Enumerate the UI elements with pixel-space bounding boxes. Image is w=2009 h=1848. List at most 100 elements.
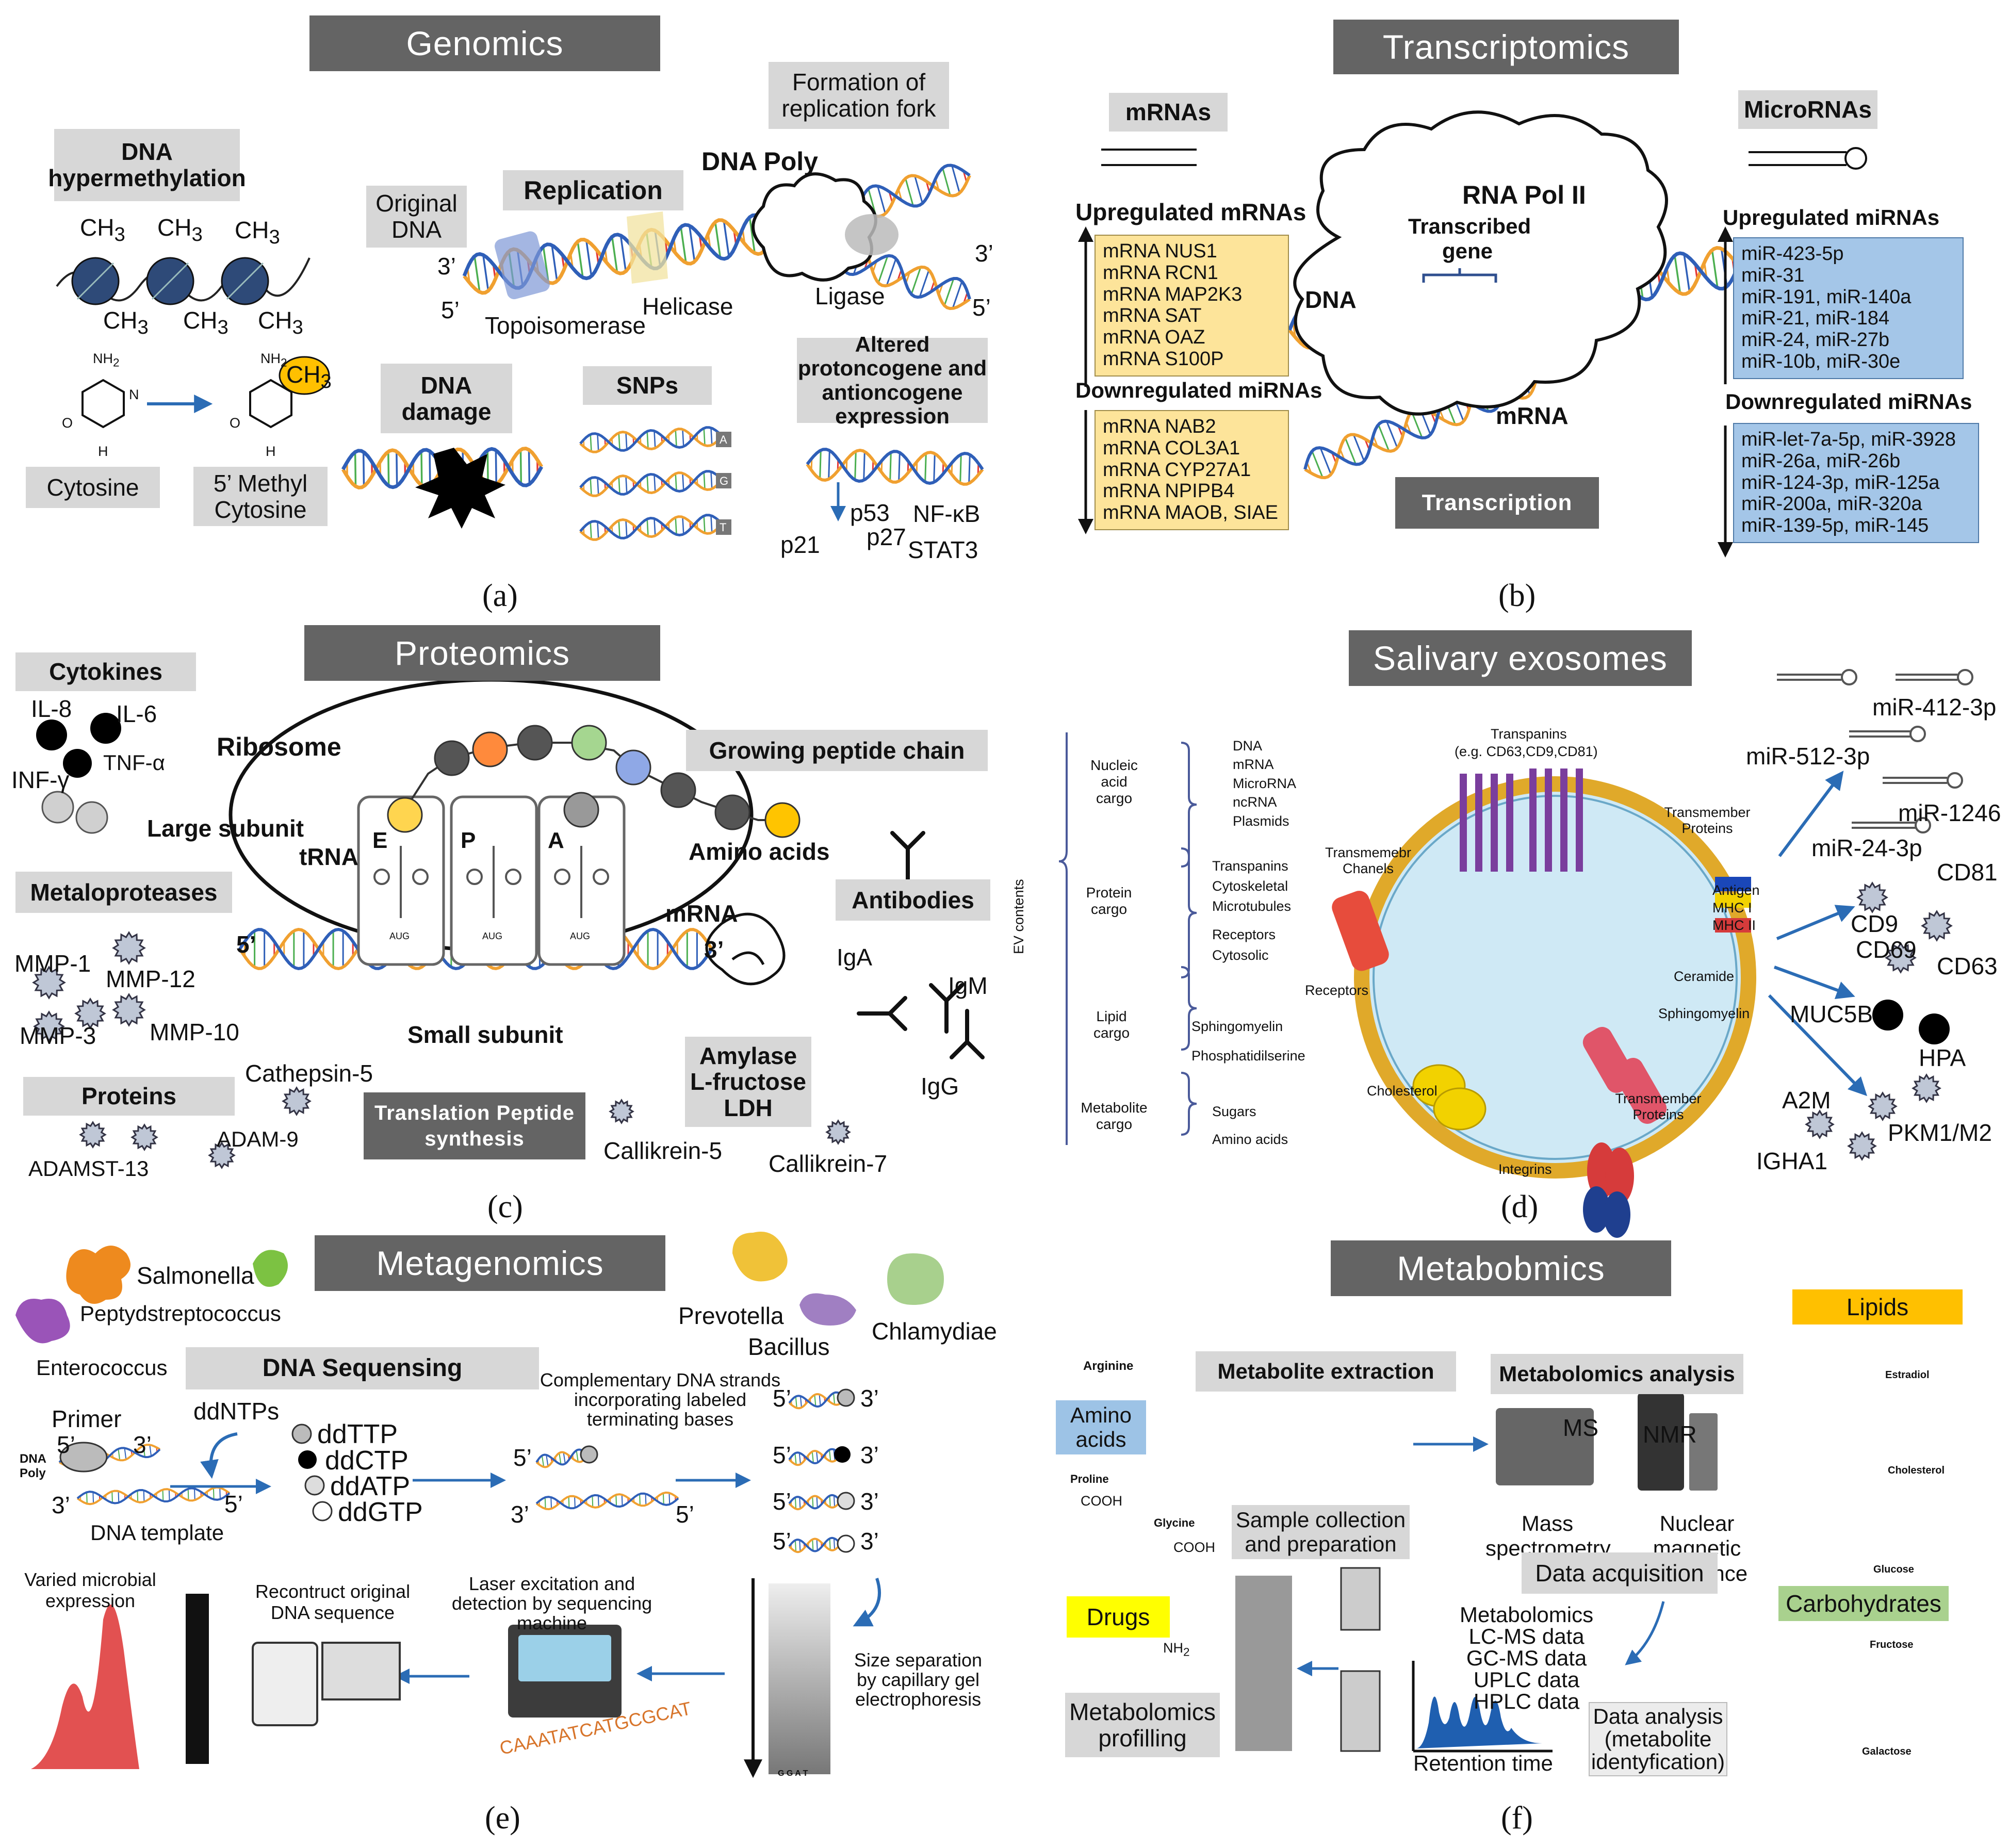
five-prime-right: 5’ xyxy=(972,294,991,321)
site-e-label: E xyxy=(372,828,388,853)
five-prime-seq1: 5’ xyxy=(773,1385,791,1412)
nucleic-items: DNA mRNA MicroRNA ncRNA Plasmids xyxy=(1233,737,1296,830)
down-mrna-3: mRNA CYP27A1 xyxy=(1103,459,1251,481)
helix-altered xyxy=(806,448,984,486)
laser-excitation-label: Laser excitation and detection by sequen… xyxy=(451,1573,652,1633)
proteins-label: Proteins xyxy=(23,1077,235,1116)
hpa-label: HPA xyxy=(1919,1044,1966,1071)
protein-star-1 xyxy=(112,931,146,965)
protein-star-0 xyxy=(32,966,66,1000)
large-subunit-label: Large subunit xyxy=(147,815,304,842)
down-mirna-2: miR-26a, miR-26b xyxy=(1741,450,1901,472)
panel-b-header: Transcriptomics xyxy=(1333,20,1679,74)
caption-e: (e) xyxy=(485,1801,520,1836)
metabolite-item-sugars: Sugars xyxy=(1212,1104,1256,1119)
gel-letters-label: G G A T xyxy=(778,1769,808,1778)
formation-replication-fork-label: Formation of replication fork xyxy=(769,62,949,129)
panel-c-header: Proteomics xyxy=(304,625,660,681)
ribosome-label: Ribosome xyxy=(217,732,341,761)
original-dna-label: Original DNA xyxy=(366,186,467,248)
antigen-label: Antigen MHC I MHC II xyxy=(1712,882,1760,934)
methyl-cytosine-o: O xyxy=(230,415,241,431)
protein-star-16 xyxy=(1805,1109,1835,1139)
up-mrna-3: mRNA MAP2K3 xyxy=(1103,283,1243,305)
nucleic-item-mrna: mRNA xyxy=(1233,757,1274,773)
up-mirna-3: miR-191, miR-140a xyxy=(1741,286,1912,308)
five-prime-e3: 5’ xyxy=(513,1444,532,1471)
dna-sequencing-label: DNA Sequensing xyxy=(186,1347,539,1389)
helix-seq-2 xyxy=(788,1448,842,1466)
topoisomerase-label: Topoisomerase xyxy=(485,312,646,339)
ch3-6: CH3 xyxy=(258,307,303,339)
up-mirna-1: miR-423-5p xyxy=(1741,243,1844,265)
panel-d-header: Salivary exosomes xyxy=(1349,630,1692,686)
ligase-label: Ligase xyxy=(815,283,885,309)
up-mrna-2: mRNA RCN1 xyxy=(1103,261,1218,284)
protein-item-cytoskeletal: Cytoskeletal xyxy=(1212,878,1288,894)
transmember-proteins-top-label: Transmember Proteins xyxy=(1664,805,1751,837)
helix-snp-1 xyxy=(579,426,723,453)
mmp10-label: MMP-10 xyxy=(150,1019,239,1045)
mir412-label: miR-412-3p xyxy=(1872,694,1997,721)
infg-label: INF-γ xyxy=(11,766,70,793)
ch3-4: CH3 xyxy=(103,307,149,339)
mhc2-text: MHC II xyxy=(1712,917,1756,933)
site-p-label: P xyxy=(461,828,476,853)
caption-b: (b) xyxy=(1498,578,1536,613)
panel-f-header: Metabobmics xyxy=(1331,1240,1671,1296)
protein-item-receptors: Receptors xyxy=(1212,927,1276,943)
metabolomics-profiling-label: Metabolomics profilling xyxy=(1065,1693,1220,1757)
retention-time-label: Retention time xyxy=(1413,1751,1553,1775)
helix-seq-1 xyxy=(788,1391,847,1410)
varied-microbial-label: Varied microbial expression xyxy=(24,1569,156,1612)
p53-label: p53 xyxy=(850,499,890,526)
p21-label: p21 xyxy=(780,531,820,558)
muc5b-label: MUC5B xyxy=(1790,1001,1873,1027)
data-types-list: Metabolomics LC-MS data GC-MS data UPLC … xyxy=(1460,1604,1593,1712)
five-prime-seq4: 5’ xyxy=(773,1528,791,1555)
size-separation-label: Size separation by capillary gel electro… xyxy=(854,1649,983,1710)
sample-collection-label: Sample collection and preparation xyxy=(1232,1505,1410,1559)
metabolite-items: Sugars Amino acids xyxy=(1212,1098,1288,1153)
growing-peptide-chain-label: Growing peptide chain xyxy=(686,730,988,771)
methyl-cytosine-nh2: NH2 xyxy=(260,351,287,369)
glycine-label: Glycine xyxy=(1154,1516,1195,1529)
ddgtp-label: ddGTP xyxy=(338,1497,423,1527)
protein-star-12 xyxy=(1921,910,1953,942)
snp-letter-a: A xyxy=(720,433,727,446)
three-prime-left: 3’ xyxy=(437,253,456,280)
helix-comp-1 xyxy=(535,1448,589,1468)
nmr-label: NMR xyxy=(1643,1421,1697,1448)
pkm-label: PKM1/M2 xyxy=(1888,1119,1992,1146)
p27-label: p27 xyxy=(867,524,906,550)
salmonella-label: Salmonella xyxy=(137,1262,254,1289)
downregulated-mirna-list: miR-let-7a-5p, miR-3928 miR-26a, miR-26b… xyxy=(1733,423,1979,543)
protein-star-5 xyxy=(282,1086,312,1116)
transpanins-label: Transpanins xyxy=(1491,726,1567,742)
protein-star-15 xyxy=(1868,1091,1898,1121)
dna-hypermethylation-label: DNA hypermethylation xyxy=(48,129,246,201)
mir512-label: miR-512-3p xyxy=(1746,743,1870,770)
down-mirna-4: miR-200a, miR-320a xyxy=(1741,493,1922,515)
cytosine-nh2: NH2 xyxy=(93,351,120,369)
upregulated-mirna-list: miR-423-5p miR-31 miR-191, miR-140a miR-… xyxy=(1733,237,1964,379)
upregulated-mirnas-title: Upregulated miRNAs xyxy=(1723,205,1940,230)
three-prime-seq3: 3’ xyxy=(860,1488,879,1515)
three-prime-c: 3’ xyxy=(704,936,724,963)
nucleic-item-ncrna: ncRNA xyxy=(1233,794,1277,810)
mir1246-label: miR-1246 xyxy=(1898,799,2001,826)
peptydstreptococcus-label: Peptydstreptococcus xyxy=(80,1301,281,1326)
cholesterol-label: Cholesterol xyxy=(1367,1083,1438,1099)
small-subunit-label: Small subunit xyxy=(407,1021,563,1048)
galactose-label: Galactose xyxy=(1862,1746,1912,1757)
down-mrna-2: mRNA COL3A1 xyxy=(1103,437,1240,459)
up-mrna-1: mRNA NUS1 xyxy=(1103,240,1217,262)
three-prime-e3: 3’ xyxy=(511,1501,529,1528)
mrna-c-label: mRNA xyxy=(665,900,738,927)
data-type-lcms: LC-MS data xyxy=(1468,1624,1585,1648)
proline-label: Proline xyxy=(1070,1473,1109,1485)
methyl-cytosine-h: H xyxy=(266,444,276,459)
mmp3-label: MMP-3 xyxy=(20,1022,96,1049)
snps-label: SNPs xyxy=(583,366,712,405)
